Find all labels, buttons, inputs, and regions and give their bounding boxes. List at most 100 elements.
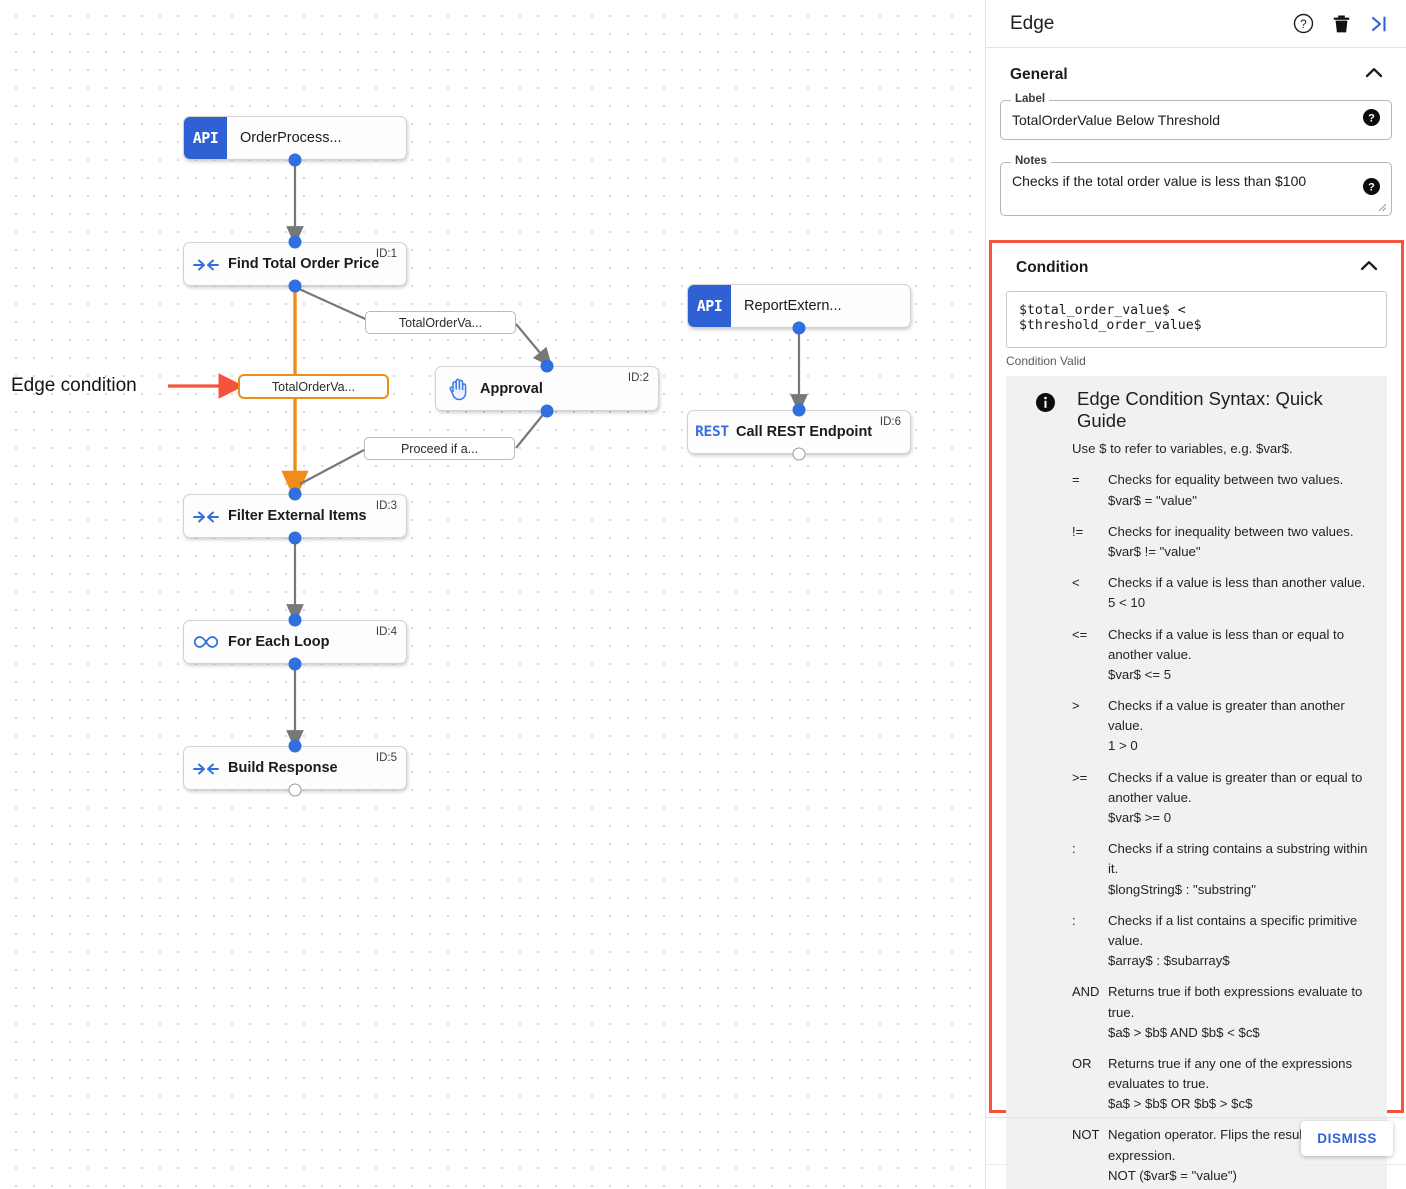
node-id-badge: ID:2 bbox=[627, 372, 649, 384]
node-for-each-loop[interactable]: For Each Loop ID:4 bbox=[183, 620, 407, 664]
condition-status-text: Condition Valid bbox=[1006, 354, 1086, 368]
operator-row: != Checks for inequality between two valu… bbox=[1072, 522, 1373, 562]
operator-example: 5 < 10 bbox=[1108, 595, 1146, 611]
svg-text:?: ? bbox=[1368, 113, 1375, 125]
trash-icon[interactable] bbox=[1332, 14, 1351, 34]
operator-row: > Checks if a value is greater than anoth… bbox=[1072, 696, 1373, 757]
node-port-in[interactable] bbox=[288, 487, 302, 501]
section-title: Condition bbox=[1016, 259, 1089, 276]
collapse-panel-icon[interactable] bbox=[1369, 14, 1390, 34]
info-icon bbox=[1036, 393, 1055, 417]
api-badge-icon: API bbox=[688, 285, 731, 327]
node-port-out[interactable] bbox=[288, 531, 302, 545]
edge-properties-panel: Edge ? bbox=[985, 0, 1406, 1189]
condition-expression-input[interactable]: $total_order_value$ < $threshold_order_v… bbox=[1006, 291, 1387, 348]
operator-description: Checks if a string contains a substring … bbox=[1108, 841, 1368, 877]
hand-icon bbox=[436, 377, 480, 401]
operator-body: Checks if a value is less than or equal … bbox=[1108, 625, 1373, 686]
edge-label-chip[interactable]: Proceed if a... bbox=[364, 437, 515, 460]
operator-example: $var$ = "value" bbox=[1108, 492, 1197, 508]
workflow-canvas[interactable]: Edge condition API OrderProcess... Find … bbox=[0, 0, 985, 1189]
converge-arrows-icon bbox=[184, 256, 228, 272]
operator-symbol: = bbox=[1072, 472, 1080, 488]
operator-description: Checks for inequality between two values… bbox=[1108, 523, 1354, 539]
operator-description: Checks if a value is greater than anothe… bbox=[1108, 698, 1345, 734]
notes-field-value[interactable]: Checks if the total order value is less … bbox=[1012, 173, 1307, 189]
operator-symbol: != bbox=[1072, 523, 1084, 539]
node-title: Build Response bbox=[228, 760, 338, 776]
node-port-out[interactable] bbox=[792, 321, 806, 335]
node-port-in[interactable] bbox=[288, 235, 302, 249]
notes-field[interactable]: Notes Checks if the total order value is… bbox=[1000, 155, 1392, 216]
node-id-badge: ID:5 bbox=[375, 752, 397, 764]
api-badge-icon: API bbox=[184, 117, 227, 159]
condition-syntax-guide: Edge Condition Syntax: Quick Guide Use $… bbox=[1006, 376, 1387, 1189]
operator-example: $array$ : $subarray$ bbox=[1108, 953, 1230, 969]
operator-row: = Checks for equality between two values.… bbox=[1072, 470, 1373, 510]
label-field[interactable]: Label TotalOrderValue Below Threshold ? bbox=[1000, 93, 1392, 140]
help-circle-icon[interactable]: ? bbox=[1293, 13, 1314, 34]
node-port-in[interactable] bbox=[288, 613, 302, 627]
condition-section-header[interactable]: Condition bbox=[992, 243, 1401, 287]
panel-divider bbox=[986, 1117, 1406, 1118]
label-field-value[interactable]: TotalOrderValue Below Threshold bbox=[1012, 112, 1221, 128]
chevron-up-icon[interactable] bbox=[1364, 66, 1384, 84]
edge-connections-layer bbox=[168, 160, 808, 750]
node-order-process[interactable]: API OrderProcess... bbox=[183, 116, 407, 160]
node-port-in[interactable] bbox=[792, 403, 806, 417]
converge-arrows-icon bbox=[184, 760, 228, 776]
operator-body: Checks if a value is greater than anothe… bbox=[1108, 696, 1373, 757]
operator-symbol: AND bbox=[1072, 984, 1100, 1000]
node-port-out[interactable] bbox=[792, 447, 806, 461]
operator-example: 1 > 0 bbox=[1108, 738, 1138, 754]
edge-label-chip[interactable]: TotalOrderVa... bbox=[365, 311, 516, 334]
operator-symbol: > bbox=[1072, 698, 1080, 714]
node-report-extern[interactable]: API ReportExtern... bbox=[687, 284, 911, 328]
node-title: Call REST Endpoint bbox=[736, 424, 873, 440]
dismiss-button[interactable]: DISMISS bbox=[1301, 1121, 1393, 1156]
edge-condition-annotation: Edge condition bbox=[11, 375, 137, 396]
infinity-icon bbox=[184, 634, 228, 650]
operator-example: $longString$ : "substring" bbox=[1108, 881, 1256, 897]
notes-field-caption: Notes bbox=[1011, 155, 1051, 167]
section-title: General bbox=[1010, 66, 1068, 83]
node-port-in[interactable] bbox=[540, 359, 554, 373]
operator-symbol: : bbox=[1072, 841, 1076, 857]
node-port-out[interactable] bbox=[288, 279, 302, 293]
node-port-out[interactable] bbox=[288, 657, 302, 671]
panel-header: Edge ? bbox=[986, 0, 1406, 48]
operator-body: Checks if a list contains a specific pri… bbox=[1108, 911, 1373, 972]
operator-body: Checks for equality between two values. $… bbox=[1108, 470, 1373, 510]
resize-grip-icon[interactable] bbox=[1378, 203, 1387, 212]
rest-badge-icon: REST bbox=[695, 424, 729, 440]
chevron-up-icon[interactable] bbox=[1359, 259, 1379, 277]
operator-example: $a$ > $b$ OR $b$ > $c$ bbox=[1108, 1096, 1253, 1112]
operator-body: Checks for inequality between two values… bbox=[1108, 522, 1373, 562]
panel-divider-secondary bbox=[986, 1164, 1406, 1165]
node-port-out[interactable] bbox=[540, 404, 554, 418]
help-icon[interactable]: ? bbox=[1363, 178, 1380, 200]
help-icon[interactable]: ? bbox=[1363, 109, 1380, 131]
operator-description: Checks for equality between two values. bbox=[1108, 472, 1344, 488]
node-title: For Each Loop bbox=[228, 634, 330, 650]
node-call-rest-endpoint[interactable]: REST Call REST Endpoint ID:6 bbox=[687, 410, 911, 454]
node-title: Approval bbox=[480, 380, 543, 397]
node-port-out[interactable] bbox=[288, 153, 302, 167]
operator-row: :Checks if a list contains a specific pr… bbox=[1072, 911, 1373, 972]
operator-symbol: OR bbox=[1072, 1055, 1092, 1071]
operator-row: <=Checks if a value is less than or equa… bbox=[1072, 625, 1373, 686]
node-port-in[interactable] bbox=[288, 739, 302, 753]
operator-body: Returns true if both expressions evaluat… bbox=[1108, 982, 1373, 1043]
operator-example: $var$ >= 0 bbox=[1108, 810, 1172, 825]
operator-example: NOT ($var$ = "value") bbox=[1108, 1167, 1237, 1183]
node-title: OrderProcess... bbox=[240, 130, 342, 146]
operator-description: Negation operator. Flips the result of a… bbox=[1108, 1127, 1339, 1163]
operator-body: Returns true if any one of the expressio… bbox=[1108, 1054, 1373, 1115]
operator-row: >=Checks if a value is greater than or e… bbox=[1072, 768, 1373, 829]
page-title: Edge bbox=[1010, 12, 1055, 34]
node-port-out[interactable] bbox=[288, 783, 302, 797]
edge-label-chip-selected[interactable]: TotalOrderVa... bbox=[238, 374, 389, 399]
operator-body: Negation operator. Flips the result of a… bbox=[1108, 1125, 1373, 1186]
general-section-header[interactable]: General bbox=[986, 48, 1406, 94]
